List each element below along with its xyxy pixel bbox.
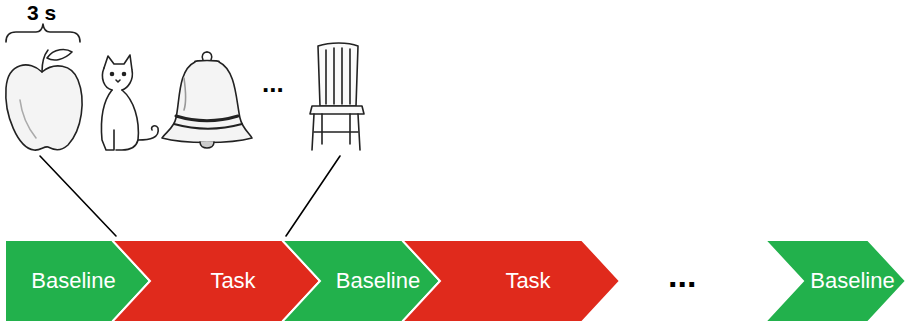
phase-label: Task xyxy=(505,268,550,294)
ellipsis: ... xyxy=(262,70,284,96)
phase-label: Baseline xyxy=(31,268,115,294)
chevron-outline xyxy=(112,240,320,322)
phase-chevron: Task xyxy=(402,240,620,322)
chevron-outline xyxy=(765,240,906,322)
ellipsis: ... xyxy=(668,258,696,292)
phase-chevron: Baseline xyxy=(765,240,906,322)
bell-drawing xyxy=(162,52,252,148)
duration-bracket xyxy=(6,24,80,42)
cat-drawing xyxy=(101,55,158,150)
duration-label: 3 s xyxy=(27,2,56,23)
zoom-line xyxy=(40,156,116,236)
phase-label: Baseline xyxy=(336,268,420,294)
chair-drawing xyxy=(310,43,364,150)
apple-drawing xyxy=(6,50,82,151)
phase-label: Task xyxy=(210,268,255,294)
zoom-line xyxy=(286,156,340,236)
phase-chevron: Task xyxy=(112,240,320,322)
chevron-outline xyxy=(402,240,620,322)
phase-label: Baseline xyxy=(810,268,894,294)
